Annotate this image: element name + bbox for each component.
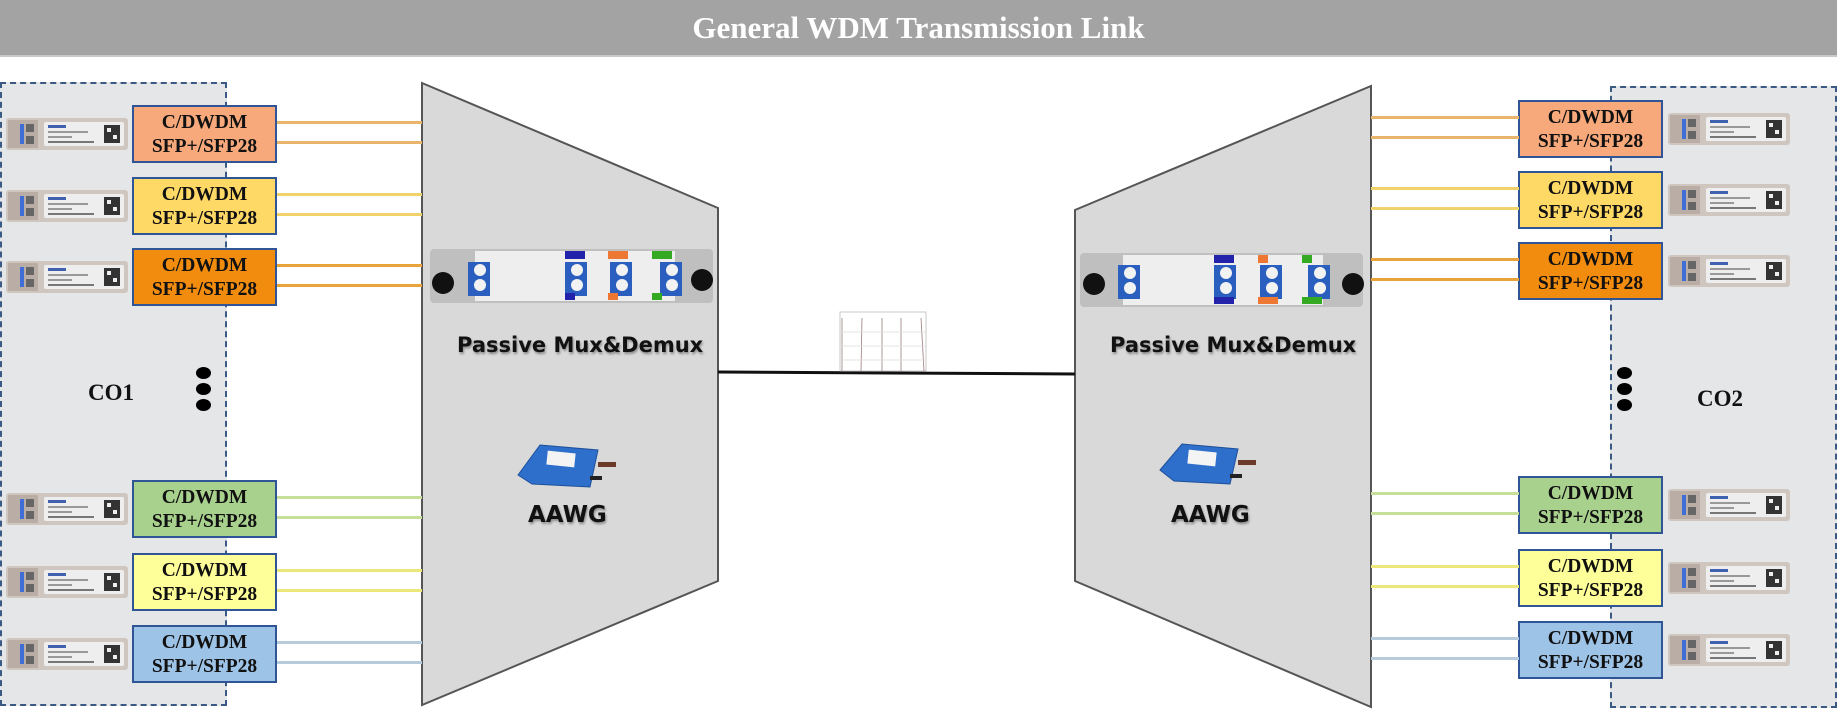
fiber-left-2-tx xyxy=(277,193,422,196)
transceiver-left-6: C/DWDM SFP+/SFP28 xyxy=(132,625,277,683)
aawg-device-right-icon xyxy=(1159,443,1256,485)
fiber-left-2-rx xyxy=(277,213,422,216)
transceiver-form-factor-label: SFP+/SFP28 xyxy=(151,136,258,157)
fiber-left-6-tx xyxy=(277,641,422,644)
fiber-left-3-rx xyxy=(277,284,422,287)
transceiver-left-5: C/DWDM SFP+/SFP28 xyxy=(132,553,277,611)
transceiver-form-factor-label: SFP+/SFP28 xyxy=(151,584,258,605)
fiber-left-5-rx xyxy=(277,589,422,592)
sfp-module-icon xyxy=(1668,628,1790,672)
fiber-right-4-tx xyxy=(1371,492,1519,495)
transceiver-left-3: C/DWDM SFP+/SFP28 xyxy=(132,248,277,306)
fiber-left-4-tx xyxy=(277,496,422,499)
sfp-module-icon xyxy=(6,184,128,228)
fiber-left-3-tx xyxy=(277,264,422,267)
fiber-right-5-rx xyxy=(1371,585,1519,588)
transceiver-form-factor-label: SFP+/SFP28 xyxy=(1537,131,1644,152)
transceiver-type-label: C/DWDM xyxy=(1547,249,1634,270)
transceiver-left-4: C/DWDM SFP+/SFP28 xyxy=(132,480,277,538)
ellipsis-left-icon xyxy=(196,367,212,415)
transceiver-form-factor-label: SFP+/SFP28 xyxy=(1537,273,1644,294)
sfp-module-icon xyxy=(1668,178,1790,222)
fiber-left-6-rx xyxy=(277,661,422,664)
transceiver-right-3: C/DWDM SFP+/SFP28 xyxy=(1518,242,1663,300)
mux-demux-right-panel xyxy=(1074,84,1372,709)
transceiver-type-label: C/DWDM xyxy=(1547,628,1634,649)
rack-panel-left xyxy=(430,249,713,303)
title-bar: General WDM Transmission Link xyxy=(0,0,1837,57)
transceiver-type-label: C/DWDM xyxy=(1547,107,1634,128)
mux-demux-left-panel xyxy=(421,81,719,707)
sfp-module-icon xyxy=(6,487,128,531)
rack-panel-right xyxy=(1080,253,1364,307)
diagram-title: General WDM Transmission Link xyxy=(692,10,1145,45)
transceiver-type-label: C/DWDM xyxy=(1547,556,1634,577)
transceiver-right-4: C/DWDM SFP+/SFP28 xyxy=(1518,476,1663,534)
transceiver-left-1: C/DWDM SFP+/SFP28 xyxy=(132,105,277,163)
transceiver-form-factor-label: SFP+/SFP28 xyxy=(1537,507,1644,528)
transceiver-form-factor-label: SFP+/SFP28 xyxy=(151,511,258,532)
site-co2-label: CO2 xyxy=(1697,386,1743,411)
transceiver-left-2: C/DWDM SFP+/SFP28 xyxy=(132,177,277,235)
transceiver-type-label: C/DWDM xyxy=(161,255,248,276)
sfp-module-icon xyxy=(6,632,128,676)
sfp-module-icon xyxy=(6,255,128,299)
fiber-left-1-rx xyxy=(277,141,422,144)
transceiver-type-label: C/DWDM xyxy=(161,112,248,133)
sfp-module-icon xyxy=(6,560,128,604)
transceiver-type-label: C/DWDM xyxy=(1547,483,1634,504)
fiber-right-3-rx xyxy=(1371,278,1519,281)
transceiver-type-label: C/DWDM xyxy=(161,560,248,581)
fiber-right-4-rx xyxy=(1371,512,1519,515)
transceiver-type-label: C/DWDM xyxy=(161,184,248,205)
transceiver-form-factor-label: SFP+/SFP28 xyxy=(1537,652,1644,673)
transceiver-right-6: C/DWDM SFP+/SFP28 xyxy=(1518,621,1663,679)
mux-demux-right-label: Passive Mux&Demux xyxy=(1110,333,1357,357)
site-co1-label: CO1 xyxy=(88,380,134,405)
transceiver-type-label: C/DWDM xyxy=(1547,178,1634,199)
transceiver-right-1: C/DWDM SFP+/SFP28 xyxy=(1518,100,1663,158)
fiber-right-2-rx xyxy=(1371,207,1519,210)
fiber-right-1-rx xyxy=(1371,136,1519,139)
sfp-module-icon xyxy=(1668,483,1790,527)
transceiver-form-factor-label: SFP+/SFP28 xyxy=(1537,580,1644,601)
transceiver-form-factor-label: SFP+/SFP28 xyxy=(151,208,258,229)
transceiver-form-factor-label: SFP+/SFP28 xyxy=(1537,202,1644,223)
aawg-right-label: AAWG xyxy=(1171,502,1250,528)
transceiver-type-label: C/DWDM xyxy=(161,632,248,653)
transceiver-form-factor-label: SFP+/SFP28 xyxy=(151,656,258,677)
ellipsis-right-icon xyxy=(1617,367,1633,415)
transceiver-type-label: C/DWDM xyxy=(161,487,248,508)
fiber-left-1-tx xyxy=(277,121,422,124)
transceiver-form-factor-label: SFP+/SFP28 xyxy=(151,279,258,300)
trunk-fiber xyxy=(717,370,1076,376)
fiber-right-6-tx xyxy=(1371,637,1519,640)
fiber-right-5-tx xyxy=(1371,565,1519,568)
sfp-module-icon xyxy=(1668,249,1790,293)
fiber-right-6-rx xyxy=(1371,657,1519,660)
sfp-module-icon xyxy=(1668,556,1790,600)
fiber-right-1-tx xyxy=(1371,116,1519,119)
aawg-device-left-icon xyxy=(517,444,616,488)
transceiver-right-5: C/DWDM SFP+/SFP28 xyxy=(1518,549,1663,607)
sfp-module-icon xyxy=(6,112,128,156)
transmission-tower-icon xyxy=(839,311,927,372)
aawg-left-label: AAWG xyxy=(528,502,607,528)
fiber-right-2-tx xyxy=(1371,187,1519,190)
sfp-module-icon xyxy=(1668,107,1790,151)
mux-demux-left-label: Passive Mux&Demux xyxy=(457,333,704,357)
transceiver-right-2: C/DWDM SFP+/SFP28 xyxy=(1518,171,1663,229)
fiber-left-4-rx xyxy=(277,516,422,519)
fiber-right-3-tx xyxy=(1371,258,1519,261)
fiber-left-5-tx xyxy=(277,569,422,572)
